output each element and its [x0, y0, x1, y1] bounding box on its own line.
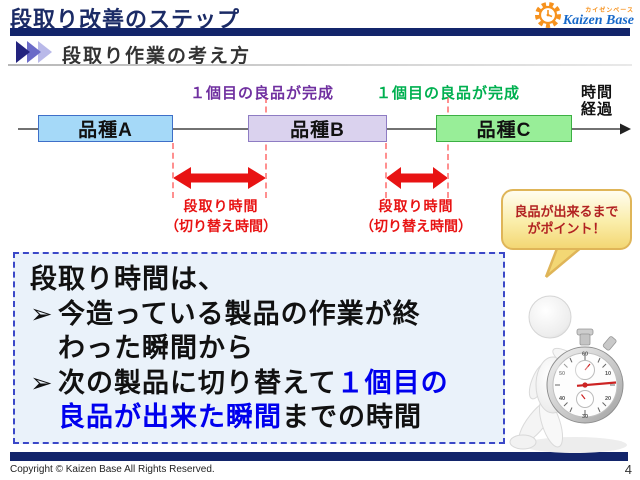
setup-time-label-2: 段取り時間 （切り替え時間） — [360, 198, 472, 234]
callout-bubble: 良品が出来るまで がポイント！ — [501, 189, 632, 250]
product-box-a-label: 品種A — [78, 120, 133, 141]
product-box-b: 品種B — [248, 115, 387, 142]
subtitle-divider — [8, 64, 632, 66]
logo-text: カイゼンベース Kaizen Base — [563, 8, 634, 28]
logo-name: Kaizen Base — [562, 12, 634, 28]
logo-katakana: カイゼンベース — [585, 7, 634, 14]
product-box-c-label: 品種C — [476, 120, 532, 141]
explanation-box: 段取り時間は、 ➢ 今造っている製品の作業が終 わった瞬間から ➢ 次の製品に切… — [13, 252, 505, 444]
bullet-arrow-icon: ➢ — [30, 367, 54, 398]
timeline-arrowhead — [620, 123, 631, 135]
copyright-text: Copyright © Kaizen Base All Rights Reser… — [10, 464, 215, 475]
section-subtitle: 段取り作業の考え方 — [62, 46, 252, 67]
dashed-line-end-of-b — [385, 143, 387, 198]
product-box-b-label: 品種B — [290, 120, 345, 141]
product-box-a: 品種A — [38, 115, 173, 142]
triple-chevron-icon — [16, 41, 56, 68]
explanation-bullet-1: ➢ 今造っている製品の作業が終 — [30, 297, 503, 332]
svg-text:40: 40 — [559, 396, 565, 402]
callout-line1: 良品が出来るまで — [514, 203, 619, 219]
setup-time-arrow-2 — [386, 167, 448, 189]
footer-bar — [10, 452, 628, 461]
page-title: 段取り改善のステップ — [10, 7, 241, 32]
time-axis-label-line1: 時間 — [581, 84, 614, 101]
explanation-title: 段取り時間は、 — [30, 264, 226, 294]
callout-bubble-tail — [544, 246, 584, 278]
stopwatch-figure-image: 60 10 20 30 40 50 — [509, 295, 627, 453]
bullet-arrow-icon: ➢ — [30, 298, 54, 329]
title-underline-bar — [10, 28, 630, 36]
milestone-label-c: １個目の良品が完成 — [375, 85, 521, 102]
time-axis-label: 時間 経過 — [581, 84, 613, 118]
svg-text:20: 20 — [605, 396, 611, 402]
time-axis-label-line2: 経過 — [581, 101, 614, 118]
product-box-c: 品種C — [436, 115, 572, 142]
kaizen-base-logo: カイゼンベース Kaizen Base — [534, 2, 634, 33]
dashed-line-first-good-c — [447, 97, 449, 198]
svg-text:50: 50 — [559, 371, 565, 377]
setup-time-arrow-1 — [173, 167, 266, 189]
subtitle-row: 段取り作業の考え方 — [16, 41, 251, 68]
dashed-line-first-good-b — [265, 97, 267, 198]
svg-text:60: 60 — [582, 352, 588, 358]
gear-clock-icon — [534, 2, 561, 33]
svg-text:10: 10 — [605, 371, 611, 377]
page-number: 4 — [624, 462, 632, 477]
svg-text:30: 30 — [582, 414, 588, 420]
milestone-label-b: １個目の良品が完成 — [189, 85, 335, 102]
explanation-bullet-1-cont: わった瞬間から — [58, 333, 254, 363]
setup-time-label-1: 段取り時間 （切り替え時間） — [165, 198, 277, 234]
dashed-line-end-of-a — [172, 143, 174, 198]
explanation-bullet-2-cont: 良品が出来た瞬間までの時間 — [58, 402, 422, 432]
callout-line2: がポイント！ — [527, 220, 606, 236]
